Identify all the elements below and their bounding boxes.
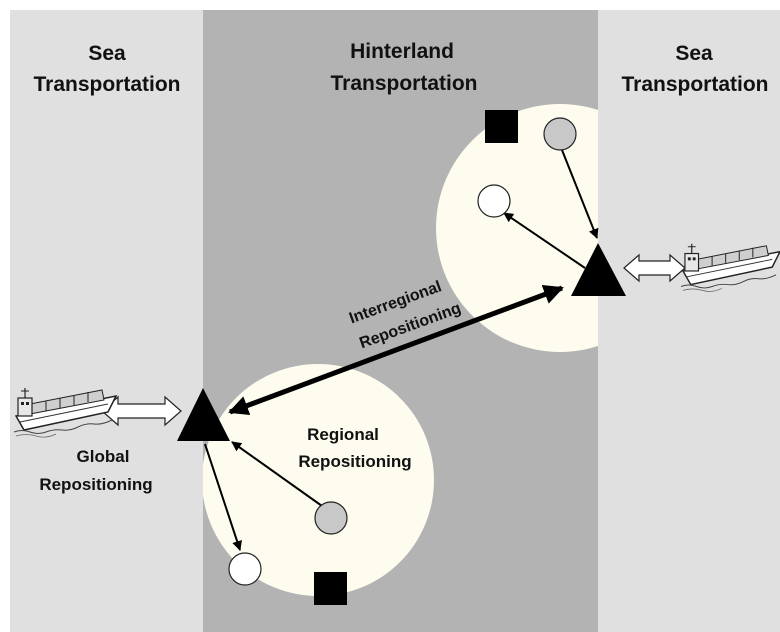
regional-arrow-out bbox=[204, 443, 242, 551]
hinterland-title-line1: Hinterland bbox=[350, 40, 454, 63]
left-sea-zone bbox=[10, 10, 203, 632]
right-sea-zone bbox=[598, 10, 780, 632]
customer-circle-icon bbox=[543, 117, 577, 151]
left-sea-title-line2: Transportation bbox=[33, 73, 180, 96]
lower-region-circle bbox=[203, 364, 434, 596]
regional-arrow-in bbox=[231, 441, 323, 507]
global-label-line2: Repositioning bbox=[39, 475, 152, 494]
regional-label-line2: Repositioning bbox=[298, 452, 411, 471]
hinterland-title-line2: Transportation bbox=[330, 72, 477, 95]
double-arrow-icon bbox=[101, 395, 182, 427]
depot-square-icon bbox=[485, 110, 518, 143]
interregional-arrow bbox=[228, 284, 564, 416]
global-label-line1: Global bbox=[77, 447, 130, 466]
port-triangle-icon bbox=[177, 388, 230, 441]
right-sea-title-line1: Sea bbox=[675, 42, 713, 65]
customer-circle-icon bbox=[228, 552, 262, 586]
customer-circle-icon bbox=[477, 184, 511, 218]
depot-square-icon bbox=[314, 572, 347, 605]
customer-circle-icon bbox=[314, 501, 348, 535]
port-triangle-icon bbox=[571, 243, 626, 296]
right-sea-title-line2: Transportation bbox=[621, 73, 768, 96]
upper-arrow-in bbox=[561, 149, 599, 239]
upper-arrow-out bbox=[503, 212, 586, 269]
left-sea-title-line1: Sea bbox=[88, 42, 126, 65]
regional-label-line1: Regional bbox=[307, 425, 379, 444]
